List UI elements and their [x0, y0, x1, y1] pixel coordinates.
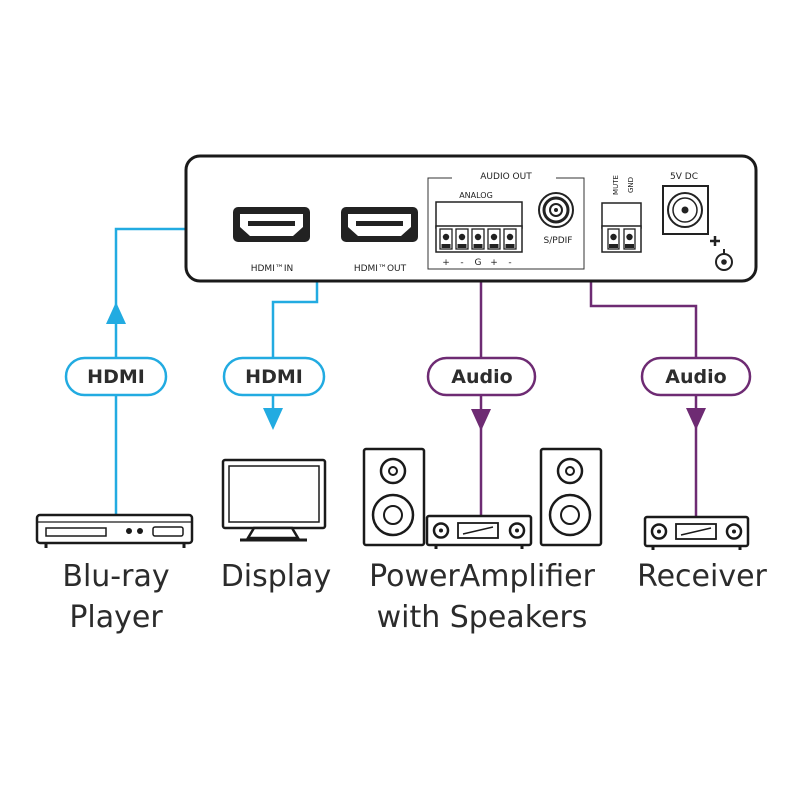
- analog-pin-label: -: [508, 258, 511, 268]
- analog-pin-labels: +-G+-: [442, 258, 511, 268]
- display-icon: [221, 458, 327, 542]
- analog-screw-terminal: [503, 228, 517, 250]
- analog-screw-terminals: [439, 228, 517, 250]
- amplifier-caption: PowerAmplifier with Speakers: [352, 556, 612, 638]
- bluray-caption-line-1: Blu-ray: [62, 559, 170, 594]
- power-label: 5V DC: [670, 172, 698, 182]
- analog-screw-terminal: [471, 228, 485, 250]
- hdmi-in-arrow: [106, 302, 126, 324]
- spdif-audio-pill-text: Audio: [665, 366, 726, 388]
- hdmi-in-label: HDMI™IN: [251, 264, 294, 274]
- audio-out-label: AUDIO OUT: [480, 172, 532, 182]
- mute-terminal-block[interactable]: [601, 202, 642, 253]
- amplifier-caption-line-1: PowerAmplifier: [369, 559, 595, 594]
- hdmi-out-pill-text: HDMI: [245, 366, 303, 388]
- receiver-icon: [643, 515, 750, 550]
- analog-audio-pill-text: Audio: [451, 366, 512, 388]
- spdif-audio-pill: Audio: [640, 356, 752, 397]
- hdmi-out-port[interactable]: [341, 207, 418, 242]
- analog-audio-pill: Audio: [426, 356, 537, 397]
- spdif-jack[interactable]: [538, 192, 574, 228]
- analog-screw-terminal: [487, 228, 501, 250]
- bluray-player-icon: [35, 513, 194, 548]
- analog-screw-terminal: [455, 228, 469, 250]
- hdmi-out-arrow: [263, 408, 283, 430]
- gnd-label: GND: [627, 177, 635, 193]
- analog-audio-arrow: [471, 409, 491, 431]
- receiver-caption: Receiver: [622, 556, 782, 597]
- analog-screw-terminal: [439, 228, 453, 250]
- display-caption-line-1: Display: [220, 559, 332, 594]
- display-caption: Display: [206, 556, 346, 597]
- hdmi-in-port[interactable]: [233, 207, 310, 242]
- right-speaker-icon: [539, 447, 603, 547]
- hdmi-out-label: HDMI™OUT: [354, 264, 407, 274]
- amplifier-icon: [425, 514, 533, 549]
- amplifier-caption-line-2: with Speakers: [376, 600, 588, 635]
- mute-label: MUTE: [612, 175, 620, 195]
- left-speaker-icon: [362, 447, 426, 547]
- analog-label: ANALOG: [459, 191, 493, 200]
- device-rear-panel: HDMI™IN HDMI™OUT AUDIO OUT ANALOG +-G+- …: [184, 154, 758, 283]
- hdmi-in-pill: HDMI: [64, 356, 168, 397]
- analog-pin-label: -: [460, 258, 463, 268]
- spdif-audio-arrow: [686, 408, 706, 430]
- analog-pin-label: G: [475, 258, 482, 268]
- receiver-caption-line-1: Receiver: [637, 559, 767, 594]
- power-polarity-icon: [710, 236, 733, 271]
- analog-pin-label: +: [490, 258, 498, 268]
- bluray-caption-line-2: Player: [69, 600, 163, 635]
- analog-pin-label: +: [442, 258, 450, 268]
- power-jack[interactable]: [662, 185, 709, 235]
- spdif-label: S/PDIF: [544, 236, 573, 246]
- bluray-caption: Blu-ray Player: [36, 556, 196, 638]
- hdmi-out-pill: HDMI: [222, 356, 326, 397]
- hdmi-in-pill-text: HDMI: [87, 366, 145, 388]
